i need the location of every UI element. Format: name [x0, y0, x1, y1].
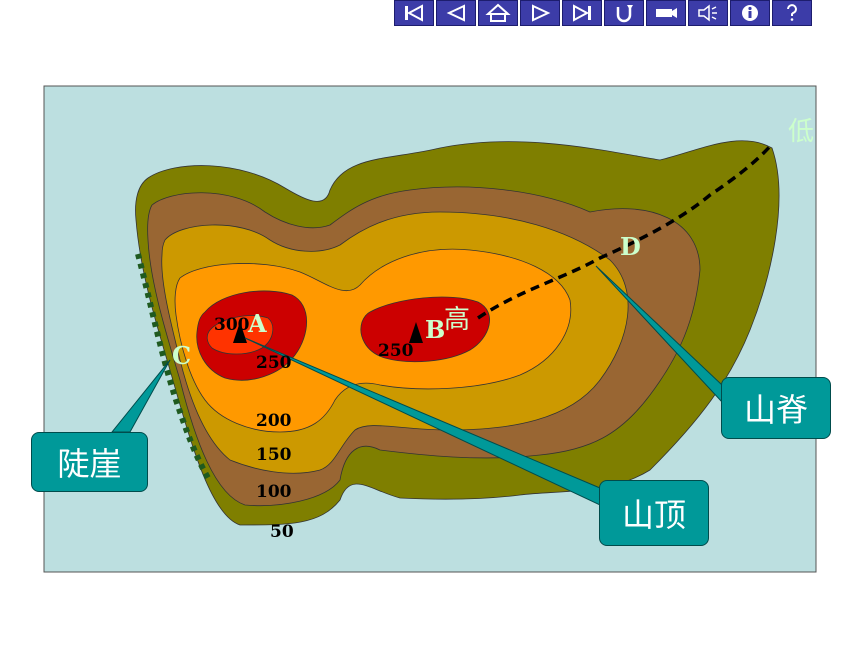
- previous-slide-icon: [446, 4, 465, 22]
- point-B-label: B: [425, 315, 445, 344]
- peak-B-contour: [360, 296, 490, 363]
- sound-button[interactable]: [688, 0, 728, 26]
- point-C-label: C: [172, 341, 191, 370]
- return-button[interactable]: [604, 0, 644, 26]
- contour-value-300: 300: [214, 315, 250, 335]
- last-slide-button[interactable]: [562, 0, 602, 26]
- ridge-callout: 山脊: [721, 377, 831, 439]
- cliff-line: [135, 253, 211, 480]
- first-slide-button[interactable]: [394, 0, 434, 26]
- low-label: 低: [788, 117, 814, 147]
- first-slide-icon: [405, 4, 423, 22]
- speaker-icon: [698, 4, 717, 22]
- contour-value-150: 150: [256, 445, 292, 465]
- video-icon: [656, 8, 677, 18]
- last-slide-icon: [573, 4, 591, 22]
- previous-slide-button[interactable]: [436, 0, 476, 26]
- peak-A-triangle: [233, 322, 247, 343]
- point-A-label: A: [247, 309, 267, 338]
- next-slide-icon: [532, 4, 551, 22]
- cliff-callout: 陡崖: [31, 432, 148, 492]
- help-button[interactable]: [772, 0, 812, 26]
- info-button[interactable]: [730, 0, 770, 26]
- contour-value-50: 50: [270, 522, 294, 542]
- summit-callout: 山顶: [599, 480, 709, 546]
- video-button[interactable]: [646, 0, 686, 26]
- home-button[interactable]: [478, 0, 518, 26]
- info-icon: [742, 5, 758, 21]
- next-slide-button[interactable]: [520, 0, 560, 26]
- return-icon: [616, 5, 633, 23]
- contour-value-100: 100: [256, 482, 292, 502]
- home-icon: [485, 3, 511, 22]
- slide-navigation-toolbar: [394, 0, 816, 28]
- peak-B-triangle: [409, 322, 423, 343]
- contour-value-250-a: 250: [256, 353, 292, 373]
- contour-value-250-b: 250: [378, 341, 414, 361]
- ridge-line: [477, 142, 774, 320]
- help-icon: [787, 4, 797, 21]
- high-label: 高: [444, 305, 470, 335]
- contour-value-200: 200: [256, 411, 292, 431]
- point-D-label: D: [620, 232, 641, 261]
